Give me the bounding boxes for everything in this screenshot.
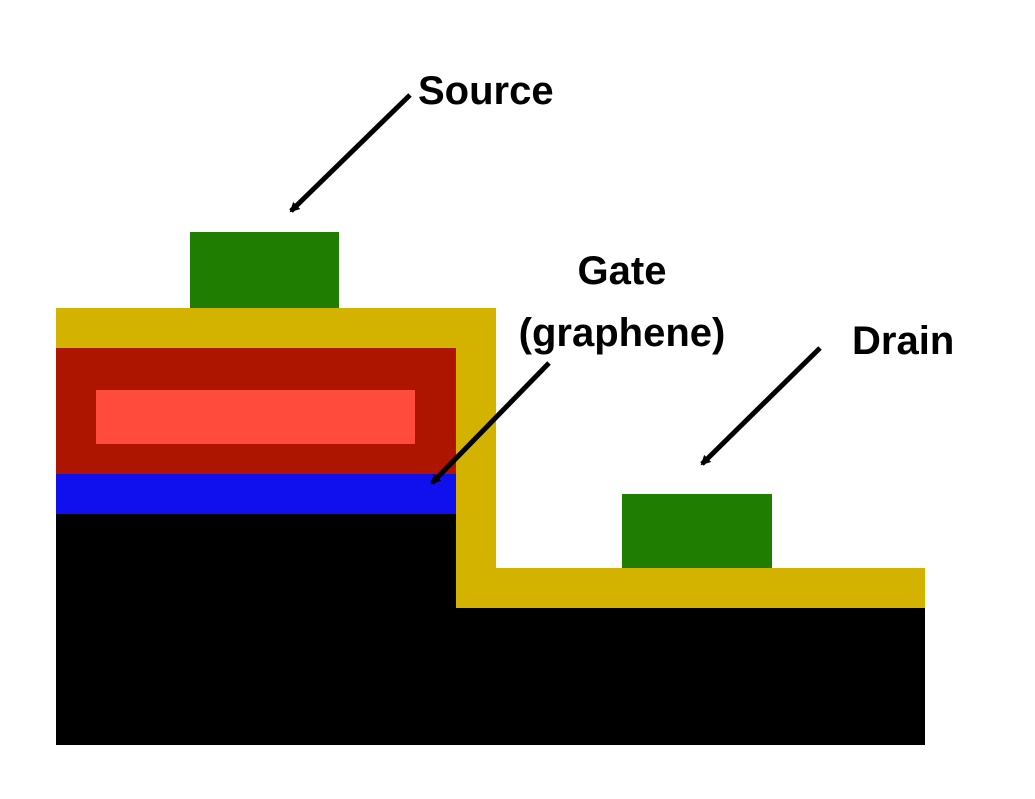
red-layer-inner [96, 390, 415, 444]
drain-label: Drain [852, 319, 954, 363]
drain-arrow [700, 346, 822, 466]
source-arrow [289, 93, 412, 213]
drain-electrode [622, 494, 772, 568]
gate-label-line1: Gate [578, 249, 667, 293]
graphene-layer [56, 474, 456, 514]
yellow-layer [56, 308, 925, 608]
gate-arrow [430, 361, 551, 485]
substrate [56, 514, 925, 745]
source-electrode [190, 232, 339, 308]
gate-label-line2: (graphene) [519, 311, 726, 355]
source-label: Source [418, 69, 554, 113]
